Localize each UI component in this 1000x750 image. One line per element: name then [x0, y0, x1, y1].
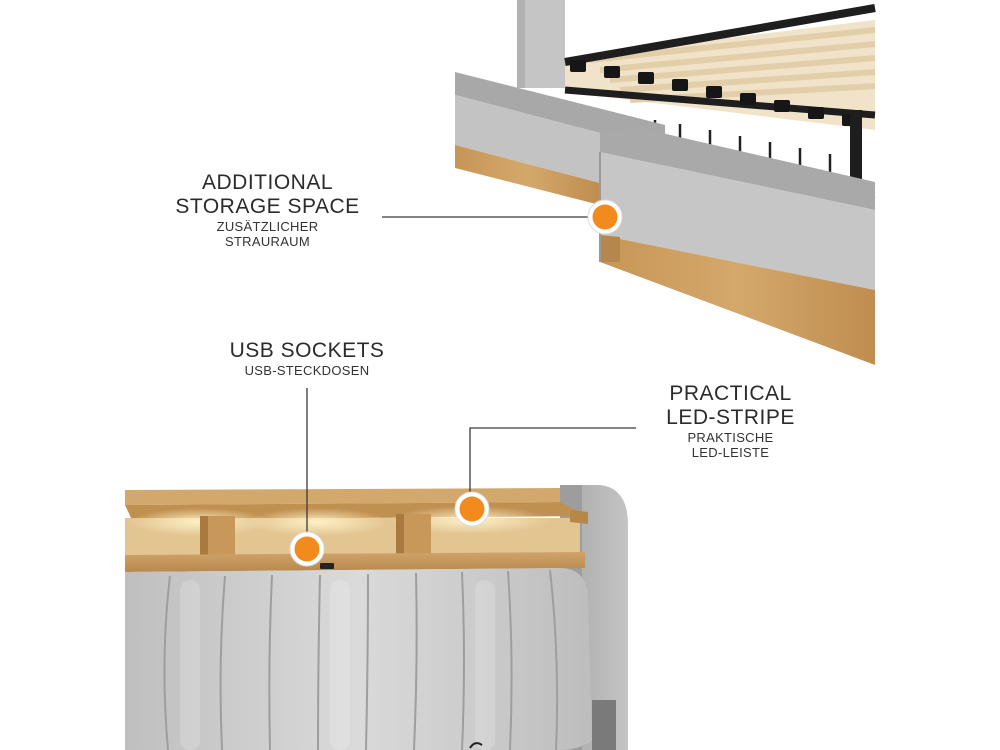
- storage-title-line2: STORAGE SPACE: [175, 195, 360, 218]
- usb-subtitle-line1: USB-STECKDOSEN: [244, 363, 370, 378]
- led-feature-label: PRACTICAL LED-STRIPE PRAKTISCHE LED-LEIS…: [648, 383, 813, 459]
- led-title-line2: LED-STRIPE: [666, 406, 795, 429]
- headboard-image: [125, 485, 628, 750]
- storage-title-line1: ADDITIONAL: [201, 171, 334, 194]
- usb-title-line1: USB SOCKETS: [229, 339, 385, 362]
- led-marker: [454, 491, 490, 527]
- storage-marker: [587, 199, 623, 235]
- led-pointer-line: [469, 427, 636, 500]
- led-subtitle-line2: LED-LEISTE: [691, 445, 770, 460]
- led-title-line1: PRACTICAL: [669, 382, 792, 405]
- usb-marker: [289, 531, 325, 567]
- storage-subtitle-line1: ZUSÄTZLICHER: [216, 219, 319, 234]
- led-subtitle-line1: PRAKTISCHE: [687, 430, 774, 445]
- storage-subtitle-line2: STRAURAUM: [224, 234, 311, 249]
- bed-frame-corner-image: [455, 0, 876, 365]
- usb-feature-label: USB SOCKETS USB-STECKDOSEN: [212, 340, 402, 377]
- storage-feature-label: ADDITIONAL STORAGE SPACE ZUSÄTZLICHER ST…: [160, 172, 375, 248]
